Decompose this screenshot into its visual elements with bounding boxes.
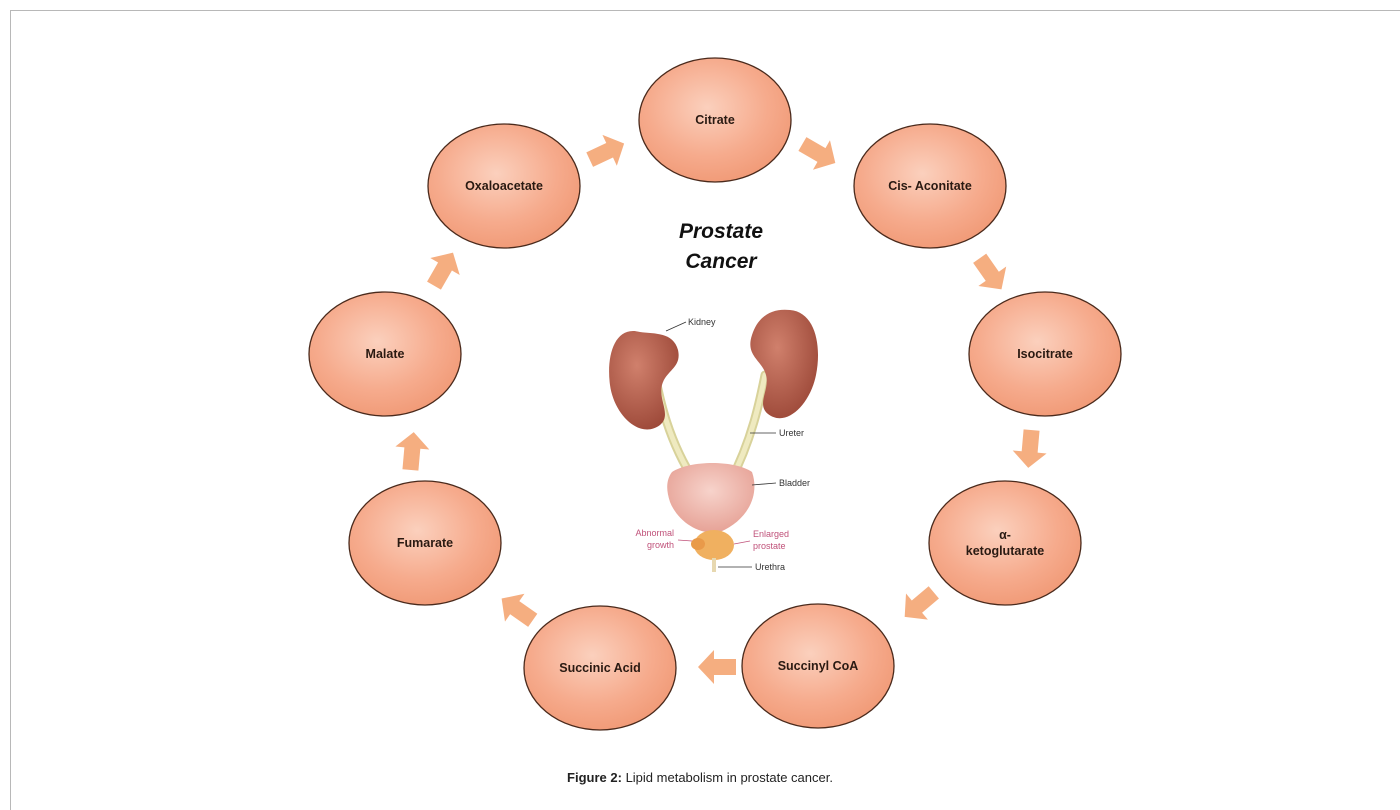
cycle-arrow-1	[794, 129, 844, 177]
cycle-arrow-5	[698, 650, 736, 684]
figure-caption: Figure 2: Lipid metabolism in prostate c…	[0, 770, 1400, 785]
node-label: Malate	[366, 347, 405, 361]
cycle-arrow-7	[393, 431, 430, 472]
label-enlarged-line2: prostate	[753, 541, 786, 551]
node-label: Succinic Acid	[559, 661, 641, 675]
caption-label: Figure 2:	[567, 770, 622, 785]
label-abnormal-line1: Abnormal	[635, 528, 674, 538]
cycle-arrow-3	[1011, 429, 1048, 470]
urinary-anatomy-illustration: Kidney Ureter Bladder Abnormal growth En…	[609, 310, 818, 572]
abnormal-growth-mass	[691, 538, 705, 550]
cycle-arrow-4	[894, 579, 945, 629]
node-label: Fumarate	[397, 536, 453, 550]
label-ureter: Ureter	[779, 428, 804, 438]
diagram-title-line2: Cancer	[685, 250, 758, 273]
node-label: Succinyl CoA	[778, 659, 859, 673]
node-label: Isocitrate	[1017, 347, 1073, 361]
label-bladder: Bladder	[779, 478, 810, 488]
node-isocitrate: Isocitrate	[969, 292, 1121, 416]
caption-text: Lipid metabolism in prostate cancer.	[622, 770, 833, 785]
bladder	[667, 463, 754, 533]
node-succinyl-coa: Succinyl CoA	[742, 604, 894, 728]
node-label: Cis- Aconitate	[888, 179, 972, 193]
node-malate: Malate	[309, 292, 461, 416]
cycle-arrow-8	[419, 244, 467, 294]
label-abnormal-line2: growth	[647, 540, 674, 550]
node-cis-aconitate: Cis- Aconitate	[854, 124, 1006, 248]
node-label: Citrate	[695, 113, 735, 127]
node-circle	[929, 481, 1081, 605]
label-enlarged-line1: Enlarged	[753, 529, 789, 539]
label-urethra: Urethra	[755, 562, 785, 572]
node-label: α-	[999, 528, 1011, 542]
cycle-arrow-2	[966, 249, 1016, 300]
label-kidney: Kidney	[688, 317, 716, 327]
node-succinic-acid: Succinic Acid	[524, 606, 676, 730]
diagram-title-line1: Prostate	[679, 220, 763, 243]
node-label: ketoglutarate	[966, 544, 1045, 558]
node-citrate: Citrate	[639, 58, 791, 182]
cycle-arrow-9	[583, 128, 632, 175]
node-label: Oxaloacetate	[465, 179, 543, 193]
node-oxaloacetate: Oxaloacetate	[428, 124, 580, 248]
node-ketoglutarate: α-ketoglutarate	[929, 481, 1081, 605]
node-fumarate: Fumarate	[349, 481, 501, 605]
cycle-arrow-6	[492, 585, 543, 635]
